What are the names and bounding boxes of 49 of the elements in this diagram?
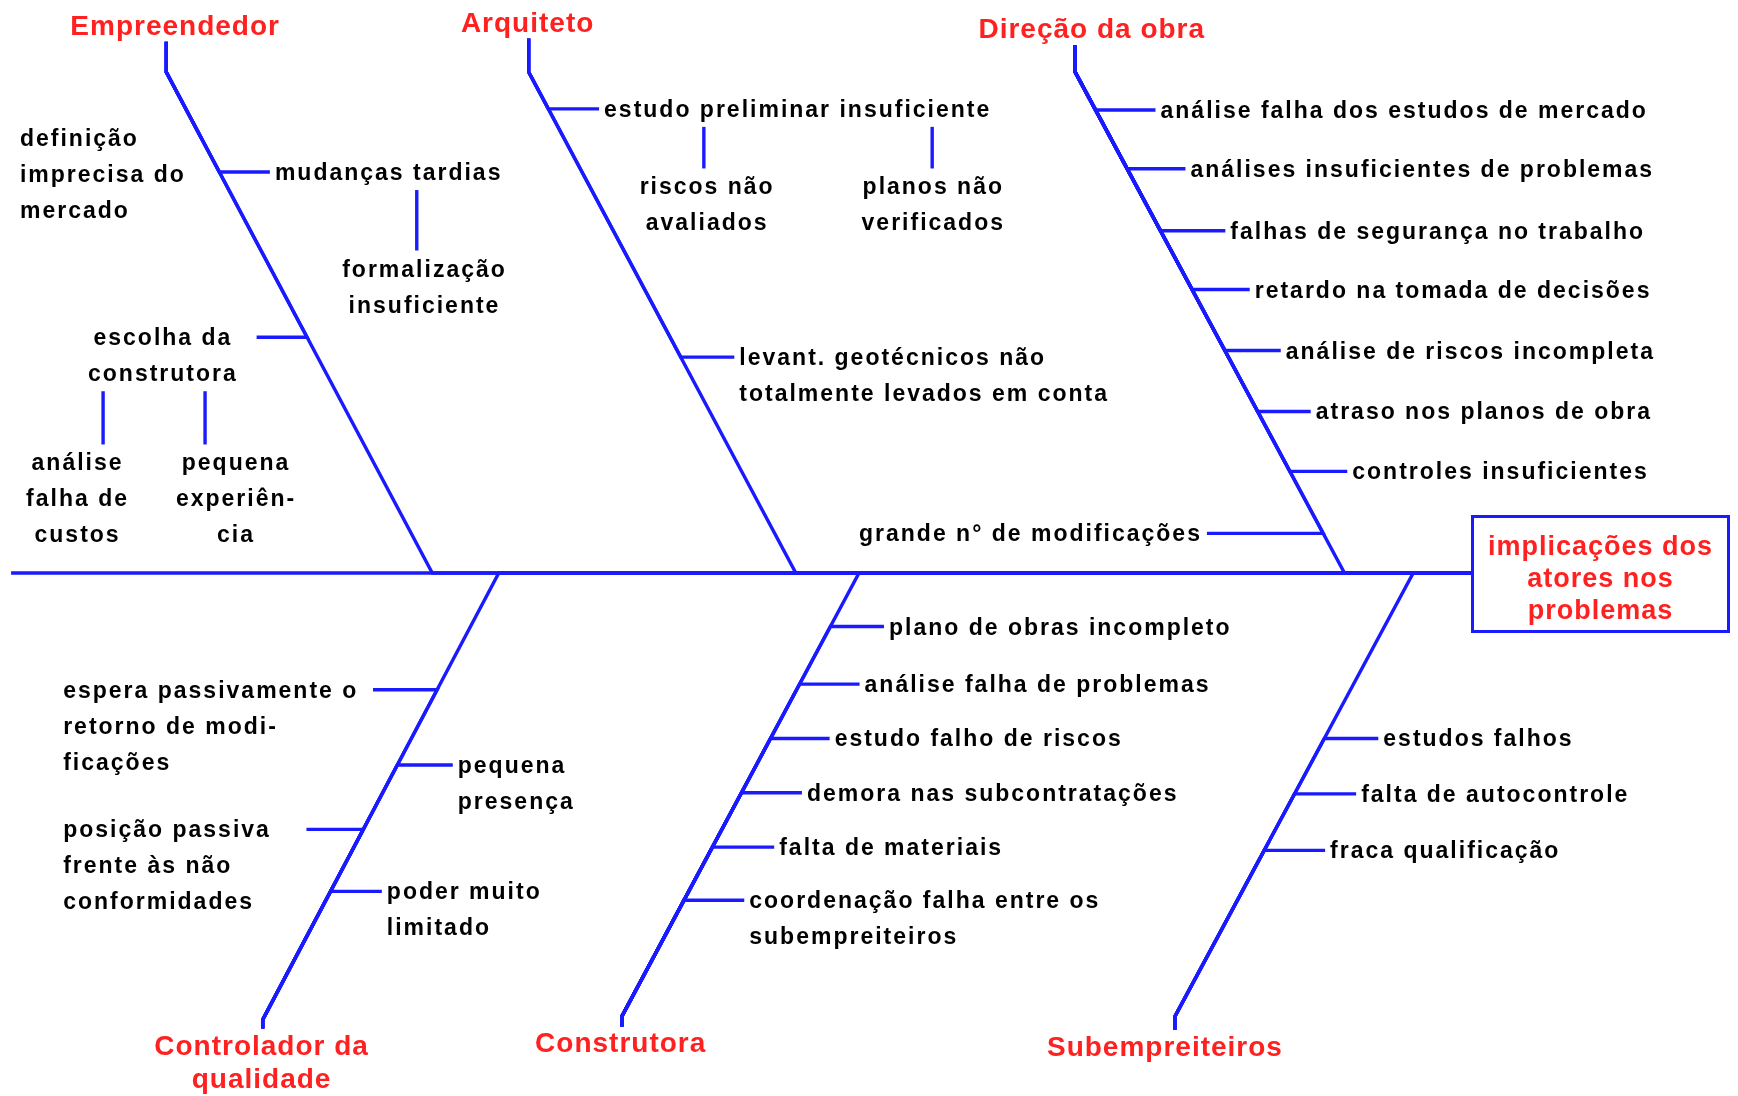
cause-text: pequena experiên- cia — [156, 444, 316, 553]
branch-line — [101, 391, 105, 445]
cause-text: estudo falho de riscos — [829, 720, 1128, 757]
cause-text: demora nas subcontratações — [801, 774, 1184, 811]
cause-text: controles insuficientes — [1347, 453, 1654, 490]
category-label: Subempreiteiros — [1042, 1029, 1287, 1063]
cause-text: coordenação falha entre os subempreiteiros — [744, 882, 1132, 955]
cause-text: plano de obras incompleto — [883, 608, 1237, 645]
cause-text: poder muito limitado — [381, 873, 581, 946]
cause-text: análise falha de problemas — [859, 666, 1216, 703]
category-label: Direção da obra — [974, 12, 1210, 46]
cause-text: definição imprecisa do mercado — [14, 119, 203, 228]
branch-line — [415, 190, 419, 251]
branch-line — [1073, 45, 1327, 536]
cause-text: pequena presença — [452, 747, 618, 820]
cause-text: espera passivamente o retorno de modi- ficações — [58, 671, 373, 780]
cause-text: posição passiva frente às não conformidades — [58, 811, 307, 920]
cause-text: mudanças tardias — [269, 154, 508, 191]
branch-line — [261, 889, 382, 1029]
cause-text: estudos falhos — [1378, 720, 1579, 757]
cause-text: falta de materiais — [774, 829, 1009, 866]
branch-line — [164, 41, 310, 339]
category-label: Arquiteto — [456, 5, 599, 39]
effect-box: implicações dos atores nos problemas — [1470, 515, 1731, 633]
category-label: Construtora — [531, 1026, 711, 1060]
cause-text: análises insuficientes de problemas — [1185, 150, 1660, 187]
cause-text: análise falha de custos — [7, 444, 148, 553]
cause-text: planos não verificados — [839, 168, 1027, 241]
branch-line — [620, 898, 745, 1027]
branch-line — [203, 391, 207, 445]
cause-text: análise de riscos incompleta — [1280, 332, 1660, 369]
cause-text: escolha da construtora — [69, 319, 257, 392]
cause-text: falta de autocontrole — [1356, 775, 1635, 812]
branch-line — [1173, 848, 1326, 1030]
cause-text: riscos não avaliados — [619, 168, 796, 241]
cause-text: retardo na tomada de decisões — [1249, 271, 1657, 308]
cause-text: grande n° de modificações — [854, 515, 1207, 552]
cause-text: fraca qualificação — [1325, 832, 1566, 869]
cause-text: falhas de segurança no trabalho — [1225, 212, 1651, 249]
cause-text: estudo preliminar insuficiente — [599, 90, 997, 127]
branch-line — [930, 126, 934, 169]
category-label: Empreendedor — [66, 8, 284, 42]
branch-line — [702, 126, 706, 169]
category-label: Controlador da qualidade — [146, 1028, 377, 1095]
cause-text: atraso nos planos de obra — [1310, 393, 1657, 430]
branch-line — [527, 38, 735, 359]
cause-text: formalização insuficiente — [319, 250, 530, 323]
cause-text: levant. geotécnicos não totalmente levados em conta — [734, 339, 1188, 412]
cause-text: análise falha dos estudos de mercado — [1155, 92, 1653, 128]
